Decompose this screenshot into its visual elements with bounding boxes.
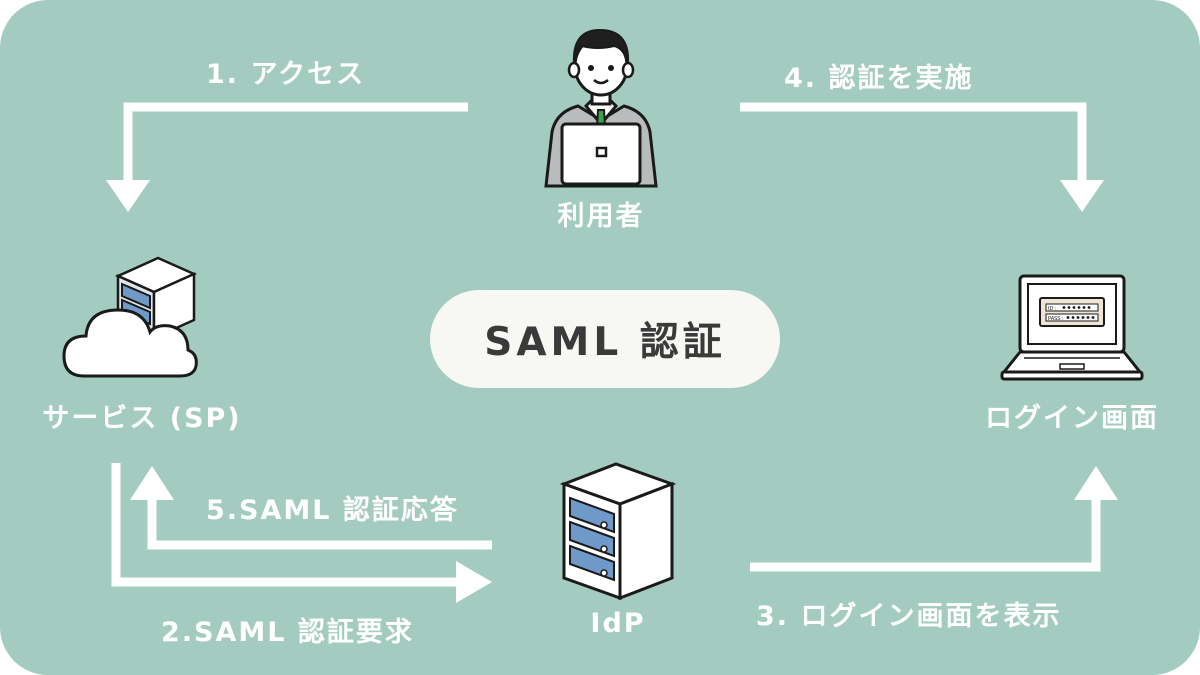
step1-label: 1. アクセス	[206, 59, 366, 90]
user-label: 利用者	[557, 201, 645, 232]
pass-field-label: PASS :	[1048, 316, 1064, 322]
step4-label: 4. 認証を実施	[784, 63, 974, 94]
cloud-server-icon	[62, 256, 198, 378]
step3-label: 3. ログイン画面を表示	[756, 601, 1062, 632]
idp-label: IdP	[590, 608, 646, 639]
arrow-step2	[111, 463, 492, 603]
user-icon	[544, 28, 658, 188]
arrow-step4	[740, 102, 1104, 212]
step2-label: 2.SAML 認証要求	[161, 617, 414, 648]
service-label: サービス (SP)	[42, 403, 242, 434]
idp-server-icon	[560, 462, 676, 601]
step5-label: 5.SAML 認証応答	[206, 495, 459, 526]
title-pill: SAML 認証	[430, 290, 780, 388]
diagram-title: SAML 認証	[484, 320, 726, 365]
arrow-step1	[106, 102, 468, 212]
arrow-step5	[130, 466, 492, 550]
id-field-label: ID :	[1048, 306, 1057, 312]
arrow-step3	[750, 466, 1118, 572]
login-screen-label: ログイン画面	[985, 403, 1159, 434]
laptop-login-icon: ID : PASS :	[1000, 274, 1144, 381]
